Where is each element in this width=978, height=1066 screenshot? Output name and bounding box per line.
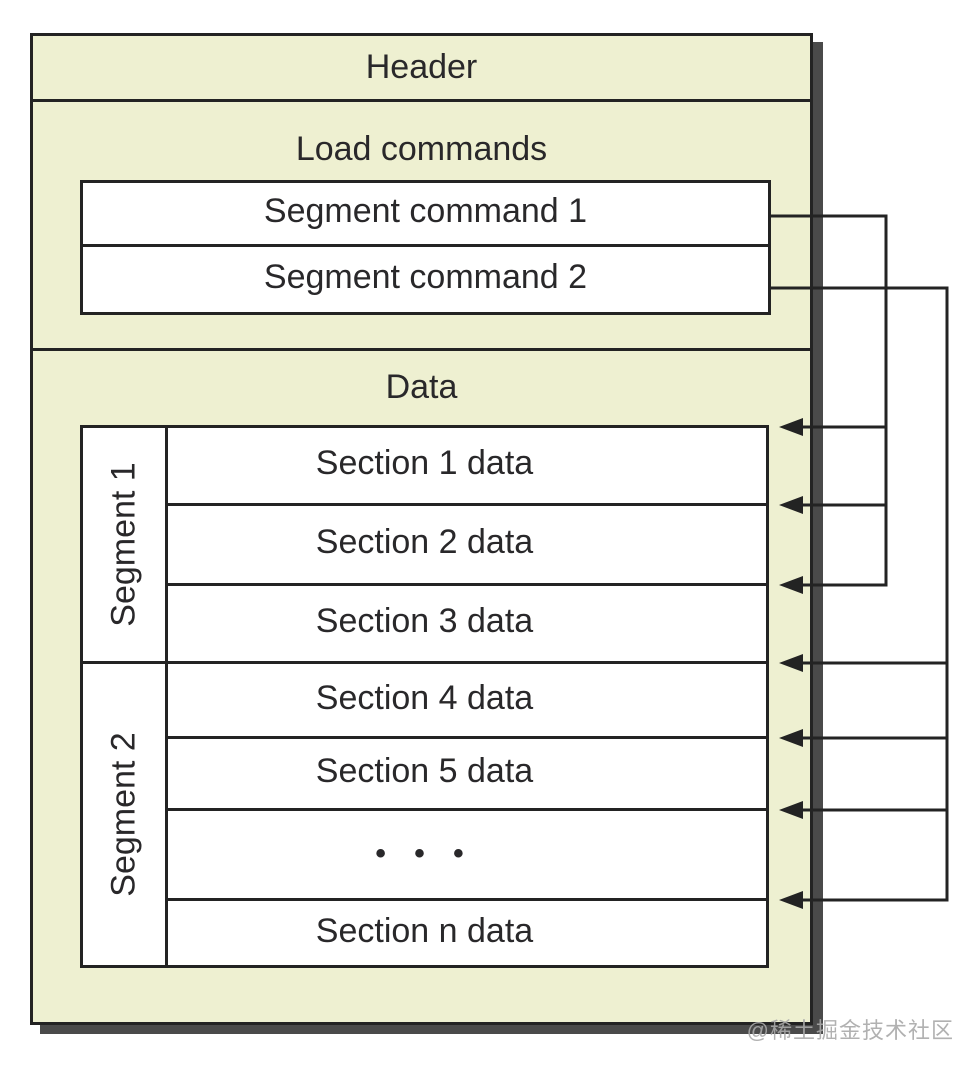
data-title: Data bbox=[385, 368, 458, 407]
section-1-data-label: Section 1 data bbox=[315, 444, 534, 483]
segment-command-2-label: Segment command 2 bbox=[263, 258, 588, 297]
segment-column-divider bbox=[165, 428, 168, 965]
section-divider-2-3 bbox=[168, 583, 766, 586]
section-divider-dots-n bbox=[168, 898, 766, 901]
data-box bbox=[80, 425, 769, 968]
header-label: Header bbox=[365, 48, 478, 87]
section-2-data-label: Section 2 data bbox=[315, 523, 534, 562]
segment-row-divider bbox=[83, 661, 766, 664]
load-commands-divider bbox=[83, 244, 768, 247]
section-divider-4-5 bbox=[168, 736, 766, 739]
data-section-divider bbox=[33, 348, 810, 351]
load-commands-box bbox=[80, 180, 771, 315]
section-ellipsis-label: • • • bbox=[375, 836, 474, 870]
section-n-data-label: Section n data bbox=[315, 911, 534, 950]
section-divider-5-dots bbox=[168, 808, 766, 811]
section-5-data-label: Section 5 data bbox=[315, 752, 534, 791]
section-3-data-label: Section 3 data bbox=[315, 602, 534, 641]
section-4-data-label: Section 4 data bbox=[315, 678, 534, 717]
segment-command-1-label: Segment command 1 bbox=[263, 192, 588, 231]
watermark: @稀土掘金技术社区 bbox=[746, 1018, 954, 1043]
header-divider bbox=[33, 99, 810, 102]
section-divider-1-2 bbox=[168, 503, 766, 506]
load-commands-title: Load commands bbox=[295, 130, 548, 169]
